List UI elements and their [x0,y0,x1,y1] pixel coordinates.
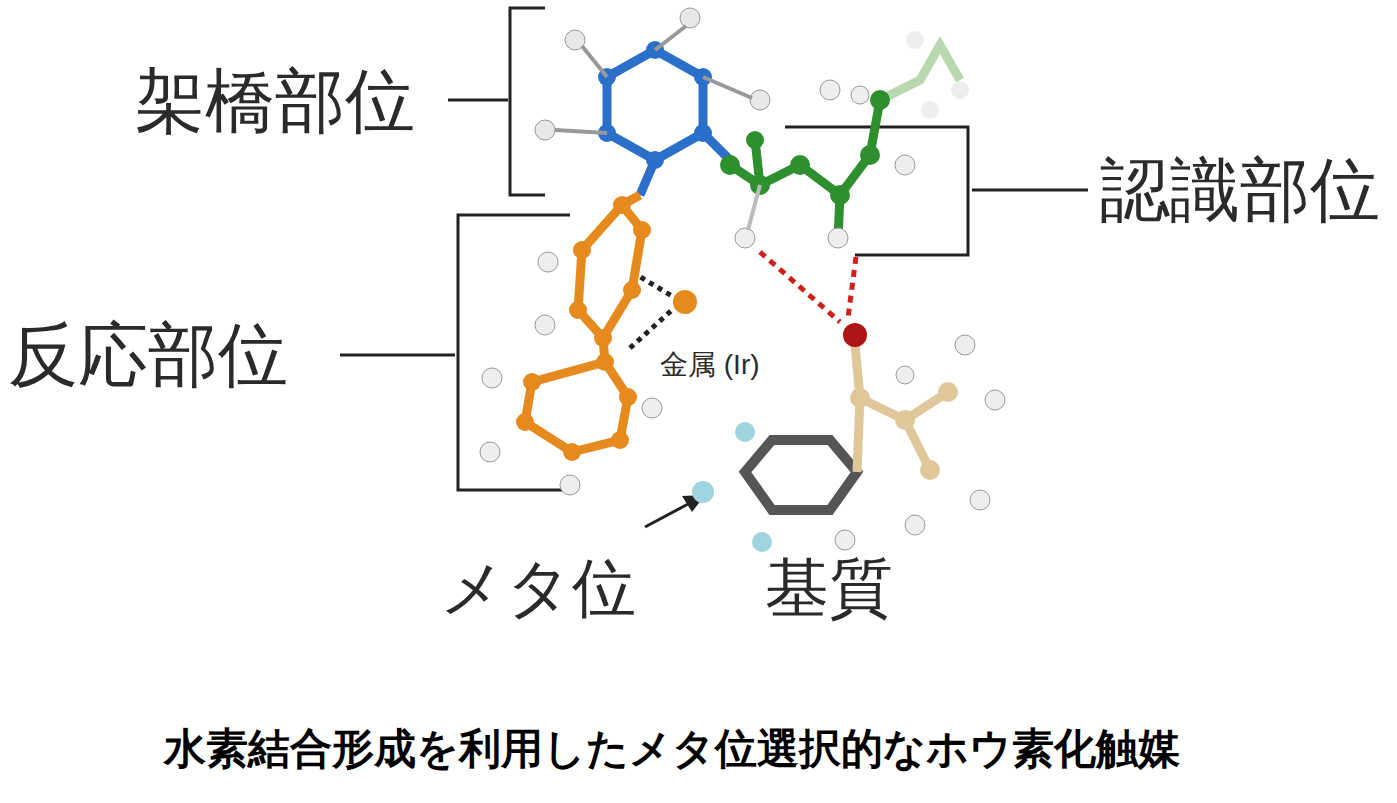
bridge-h-bonds [555,26,752,133]
substrate-ring [745,440,857,510]
bridge-hydrogens [535,8,770,140]
brackets [340,8,1088,490]
reaction-ligand [525,195,642,452]
substrate-chain-atoms [850,382,958,480]
ligand-hydrogens [480,252,662,495]
recognition-chain [730,100,880,238]
part-label: 反応部位 [8,320,288,390]
metal-label: 金属 (Ir) [658,350,762,380]
part-label: 架橋部位 [135,66,415,136]
bridge-atoms [598,41,712,169]
chain-atoms [720,90,890,205]
part-label: 認識部位 [1100,155,1380,225]
iridium-atom [673,290,697,314]
bridge-ring [607,50,730,195]
ligand-atoms [516,196,651,461]
substrate-label: 基質 [765,556,893,620]
faded-hydrogens [906,31,969,119]
substrate-chain [855,345,948,472]
chain-hydrogens [735,80,915,248]
hydrogen-bonds [760,252,856,322]
substrate-meta-atoms [692,422,772,552]
substrate-hydrogens [835,335,1005,550]
position-label: メタ位 [440,556,636,620]
faded-chain [880,45,960,100]
caption: 水素結合形成を利用したメタ位選択的なホウ素化触媒 [164,728,1180,770]
chain-h-bonds [748,185,760,230]
oxygen-atom [843,323,867,347]
